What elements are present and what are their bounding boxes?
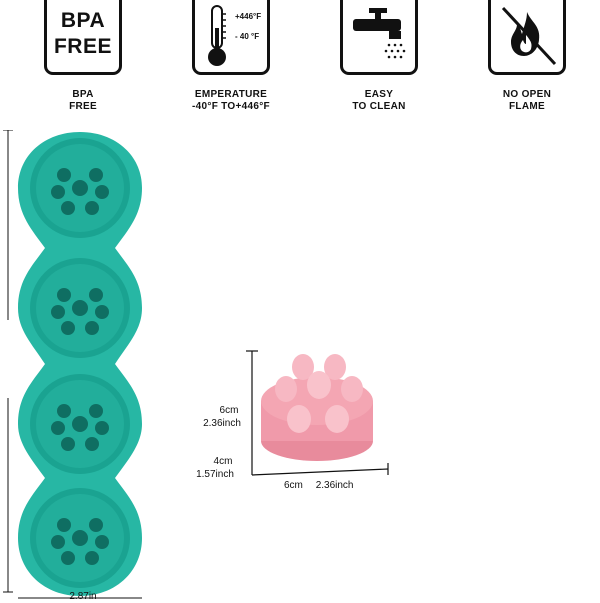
feature-caption-temperature: EMPERATURE -40°F TO+446°F — [171, 89, 291, 113]
soap-height-cm: 6cm — [219, 405, 239, 416]
no-flame-badge — [488, 0, 566, 75]
soap-width-cm: 6cm — [284, 480, 303, 491]
no-flame-icon — [501, 6, 557, 66]
feature-caption-line2: FREE — [69, 101, 97, 112]
feature-caption-easy-clean: EASY TO CLEAN — [319, 89, 439, 113]
feature-caption-bpa: BPA FREE — [23, 89, 143, 113]
soap-width-axis — [251, 468, 389, 476]
mold-cavity-holes — [51, 168, 109, 565]
feature-caption-line1: EASY — [364, 89, 394, 100]
soap-bar-image — [246, 350, 389, 476]
temperature-low-label: - 40 °F — [235, 32, 260, 41]
feature-caption-line2: FLAME — [509, 101, 545, 112]
feature-caption-line1: EMPERATURE — [194, 89, 268, 100]
feature-caption-no-flame: NO OPEN FLAME — [467, 89, 587, 113]
temperature-badge: +446°F - 40 °F — [192, 0, 270, 75]
temperature-high-label: +446°F — [235, 12, 262, 21]
mold-width-label: 2.87in — [69, 591, 97, 602]
soap-depth-cm: 4cm — [213, 456, 233, 467]
faucet-icon — [353, 8, 406, 59]
soap-width-in: 2.36inch — [315, 480, 354, 491]
bpa-badge-line1: BPA — [60, 9, 106, 32]
feature-caption-line1: BPA — [72, 89, 94, 100]
silicone-mold-image — [3, 130, 142, 599]
soap-depth-label: 4cm 1.57inch — [196, 455, 250, 481]
easy-clean-badge — [340, 0, 418, 75]
soap-depth-in: 1.57inch — [196, 469, 234, 480]
bpa-badge-line2: FREE — [53, 35, 112, 58]
soap-width-label: 6cm 2.36inch — [284, 479, 374, 492]
mold-body — [18, 132, 142, 596]
feature-caption-line2: -40°F TO+446°F — [192, 101, 270, 112]
thermometer-icon — [208, 5, 226, 66]
bpa-free-badge-icon: BPA FREE — [44, 0, 122, 75]
soap-height-in: 2.36inch — [203, 418, 241, 429]
feature-caption-line2: TO CLEAN — [352, 101, 406, 112]
soap-height-label: 6cm 2.36inch — [203, 404, 248, 430]
soap-bar-nubs — [275, 354, 363, 433]
feature-caption-line1: NO OPEN — [502, 89, 552, 100]
